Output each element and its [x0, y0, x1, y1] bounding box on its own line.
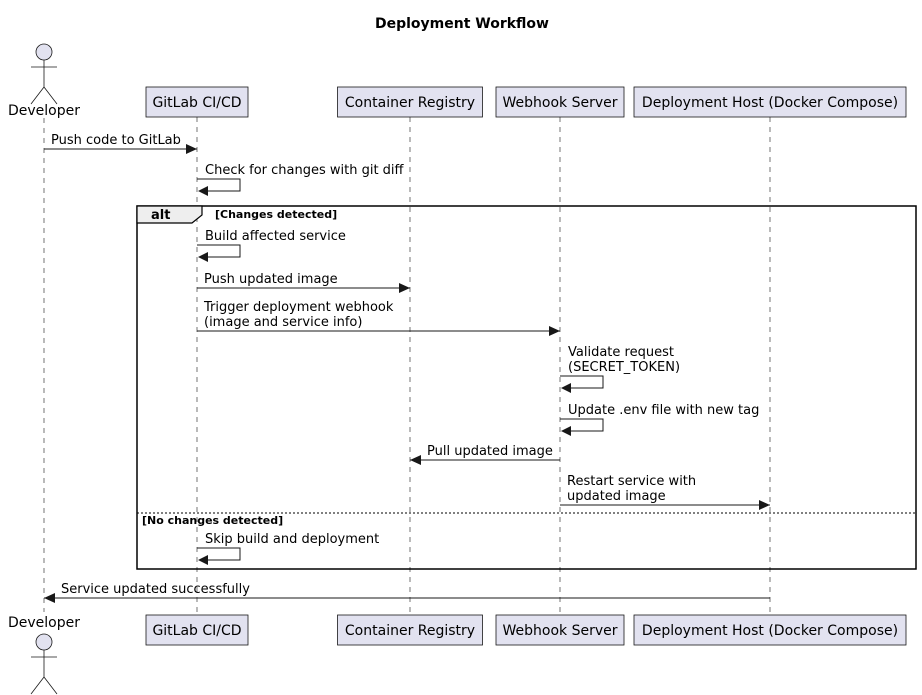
participant-gitlab-top: GitLab CI/CD — [145, 86, 249, 118]
actor-leg-right — [43, 676, 58, 695]
fragment-frame — [136, 205, 917, 570]
fragment-tab — [136, 205, 203, 224]
message-label: Push updated image — [204, 272, 338, 287]
participant-gitlab-bottom: GitLab CI/CD — [145, 614, 249, 646]
message: Update .env file with new tag — [560, 403, 759, 436]
arrow-head — [549, 326, 560, 336]
participant-label: Deployment Host (Docker Compose) — [642, 95, 898, 111]
fragment-keyword: alt — [151, 208, 170, 223]
participant-box — [633, 86, 907, 118]
message-label: Push code to GitLab — [51, 133, 181, 148]
message-label: (image and service info) — [204, 315, 362, 330]
actor-leg-right — [43, 86, 58, 105]
participant-box — [495, 614, 625, 646]
participant-registry-top: Container Registry — [337, 86, 483, 118]
message: Validate request(SECRET_TOKEN) — [560, 345, 680, 393]
self-arrow-line — [197, 178, 241, 192]
actor-dev — [30, 43, 58, 105]
message: Skip build and deployment — [197, 532, 379, 565]
participant-box — [337, 86, 483, 118]
participant-label: GitLab CI/CD — [152, 95, 241, 111]
message: Build affected service — [197, 229, 346, 262]
participant-box — [337, 614, 483, 646]
participant-label: Container Registry — [345, 95, 475, 111]
arrow-head — [561, 426, 571, 436]
actor-head — [35, 43, 53, 61]
message-label: Check for changes with git diff — [205, 163, 405, 178]
actor-label-top: Developer — [8, 103, 80, 119]
message-label: Update .env file with new tag — [568, 403, 759, 418]
arrow-head — [44, 593, 55, 603]
participant-registry-bottom: Container Registry — [337, 614, 483, 646]
arrow-head — [198, 555, 208, 565]
diagram-title: Deployment Workflow — [375, 16, 549, 32]
guard-changes-detected: [Changes detected] — [215, 208, 337, 221]
participant-label: Webhook Server — [503, 623, 618, 639]
message-label: Restart service with — [567, 474, 696, 489]
participant-label: GitLab CI/CD — [152, 623, 241, 639]
participant-webhook-bottom: Webhook Server — [495, 614, 625, 646]
message-label: Validate request — [568, 345, 674, 360]
self-arrow-line — [197, 547, 241, 561]
self-arrow-line — [197, 244, 241, 258]
arrow-head — [561, 383, 571, 393]
participant-label: Container Registry — [345, 623, 475, 639]
message-label: Pull updated image — [427, 444, 553, 459]
arrow-head — [410, 455, 421, 465]
message: Pull updated image — [410, 444, 560, 465]
message: Push updated image — [197, 272, 410, 293]
lifelines — [43, 117, 771, 615]
arrow-head — [198, 252, 208, 262]
participant-label: Webhook Server — [503, 95, 618, 111]
participant-box — [633, 614, 907, 646]
actor-leg-left — [30, 86, 45, 105]
participant-host-top: Deployment Host (Docker Compose) — [633, 86, 907, 118]
message: Check for changes with git diff — [197, 163, 405, 196]
arrow-head — [198, 186, 208, 196]
arrow-head — [186, 144, 197, 154]
actor-head — [35, 633, 53, 651]
self-arrow-line — [560, 418, 604, 432]
actor-leg-left — [30, 676, 45, 695]
message: Service updated successfully — [44, 582, 770, 603]
message-label: Build affected service — [205, 229, 346, 244]
self-arrow-line — [560, 375, 604, 389]
participant-box — [495, 86, 625, 118]
participant-box — [145, 86, 249, 118]
message: Trigger deployment webhook(image and ser… — [197, 300, 560, 336]
message-label: Service updated successfully — [61, 582, 250, 597]
participant-label: Deployment Host (Docker Compose) — [642, 623, 898, 639]
participant-box — [145, 614, 249, 646]
message: Push code to GitLab — [44, 133, 197, 154]
message-label: Skip build and deployment — [205, 532, 379, 547]
alt-fragment: alt [Changes detected] [No changes detecte… — [136, 205, 917, 570]
message-label: updated image — [567, 489, 666, 504]
actor-dev — [30, 633, 58, 695]
participant-host-bottom: Deployment Host (Docker Compose) — [633, 614, 907, 646]
message-label: (SECRET_TOKEN) — [568, 360, 680, 375]
message-label: Trigger deployment webhook — [203, 300, 394, 315]
actor-label-bottom: Developer — [8, 615, 80, 631]
guard-no-changes-detected: [No changes detected] — [142, 514, 283, 527]
participant-webhook-top: Webhook Server — [495, 86, 625, 118]
arrow-head — [759, 500, 770, 510]
arrow-head — [399, 283, 410, 293]
